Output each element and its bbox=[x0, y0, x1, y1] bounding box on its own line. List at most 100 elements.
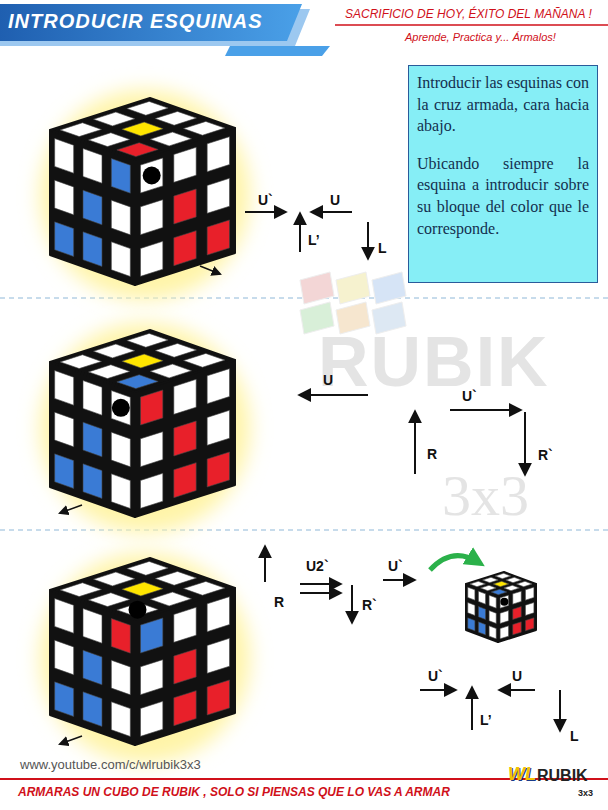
cube-sticker bbox=[525, 587, 533, 600]
cube-sticker bbox=[55, 222, 74, 257]
cube-sticker bbox=[478, 622, 485, 635]
cube-glow bbox=[40, 323, 250, 533]
cube-sticker bbox=[60, 355, 101, 369]
move-arrow bbox=[312, 211, 352, 213]
cube-sticker bbox=[141, 158, 163, 193]
cube-sticker bbox=[83, 422, 102, 457]
move-label: R` bbox=[362, 597, 377, 613]
cube-sticker bbox=[141, 241, 163, 276]
cube-sticker bbox=[83, 232, 102, 267]
move-arrow bbox=[559, 690, 561, 730]
move-arrow bbox=[299, 214, 301, 252]
cube-sticker bbox=[174, 231, 196, 266]
cube-sticker bbox=[184, 121, 225, 135]
cube-sticker bbox=[174, 649, 196, 684]
cube-sticker bbox=[141, 390, 163, 425]
cube-sticker bbox=[483, 577, 499, 582]
cube-sticker bbox=[150, 592, 191, 606]
cube-glow bbox=[40, 90, 250, 300]
corner-marker-dot bbox=[143, 167, 161, 185]
cube-sticker bbox=[174, 691, 196, 726]
move-label: L’ bbox=[308, 232, 320, 248]
cube-sticker bbox=[111, 159, 130, 194]
cube-sticker bbox=[481, 585, 497, 590]
cube-sticker bbox=[470, 581, 486, 586]
cube-sticker bbox=[83, 609, 102, 644]
move-label: L bbox=[570, 728, 579, 744]
move-arrow bbox=[414, 412, 416, 474]
move-label: U bbox=[512, 668, 522, 684]
cube-sticker bbox=[94, 572, 135, 586]
cube-sticker bbox=[122, 354, 163, 368]
rotation-arrow bbox=[200, 266, 220, 274]
move-arrow bbox=[450, 409, 520, 411]
cube-sticker bbox=[207, 178, 229, 213]
cube-sticker bbox=[468, 603, 475, 616]
cube-sticker bbox=[207, 680, 229, 715]
cube-sticker bbox=[489, 626, 496, 639]
cube-sticker bbox=[517, 581, 533, 586]
cube-sticker bbox=[111, 474, 130, 509]
cube-glow bbox=[40, 553, 250, 763]
watermark-sticker bbox=[336, 272, 370, 304]
cube-sticker bbox=[174, 189, 196, 224]
cube-sticker bbox=[55, 180, 74, 215]
cube-sticker bbox=[489, 595, 496, 608]
cube-sticker bbox=[174, 147, 196, 182]
watermark: 3x3 bbox=[442, 462, 529, 529]
motto-text: SACRIFICIO DE HOY, ÉXITO DEL MAÑANA ! bbox=[345, 7, 592, 21]
rotation-arrow bbox=[60, 736, 82, 744]
note-text: Ubicando siempre la esquina a introducir… bbox=[417, 153, 589, 239]
cube-sticker bbox=[207, 410, 229, 445]
cube-sticker bbox=[500, 611, 508, 624]
cube-sticker bbox=[525, 603, 533, 616]
cube-sticker bbox=[55, 139, 74, 174]
cube-sticker bbox=[150, 364, 191, 378]
cube-sticker bbox=[55, 371, 74, 406]
move-label: R` bbox=[538, 447, 553, 463]
cube-sticker bbox=[111, 391, 130, 426]
title-band bbox=[0, 4, 302, 41]
cube-face bbox=[50, 590, 135, 745]
cube-sticker bbox=[207, 597, 229, 632]
cube-sticker bbox=[155, 571, 196, 585]
cube-sticker bbox=[111, 619, 130, 654]
move-arrow bbox=[264, 547, 266, 582]
cube-sticker bbox=[94, 112, 135, 126]
rubik-cube bbox=[50, 558, 235, 745]
note-text: Introducir las esquinas con la cruz arma… bbox=[417, 72, 589, 137]
note-box: Introducir las esquinas con la cruz arma… bbox=[408, 65, 598, 283]
cube-sticker bbox=[111, 200, 130, 235]
cube-sticker bbox=[489, 611, 496, 624]
cube-sticker bbox=[55, 412, 74, 447]
move-label: U` bbox=[258, 192, 273, 208]
cube-sticker bbox=[500, 595, 508, 608]
cube-sticker bbox=[111, 660, 130, 695]
move-label: U` bbox=[428, 668, 443, 684]
move-arrow bbox=[383, 579, 414, 581]
watermark: RUBIK bbox=[318, 322, 550, 402]
cube-sticker bbox=[60, 123, 101, 137]
cube-sticker bbox=[122, 122, 163, 136]
section-separator bbox=[0, 530, 608, 531]
cube-sticker bbox=[155, 343, 196, 357]
cube-sticker bbox=[207, 638, 229, 673]
cube-sticker bbox=[89, 133, 130, 147]
channel-url: www.youtube.com/c/wlrubik3x3 bbox=[20, 757, 201, 772]
cube-sticker bbox=[141, 200, 163, 235]
cube-sticker bbox=[83, 650, 102, 685]
cube-sticker bbox=[60, 583, 101, 597]
cube-sticker bbox=[122, 582, 163, 596]
cube-sticker bbox=[184, 581, 225, 595]
move-arrow bbox=[351, 585, 353, 622]
cube-sticker bbox=[141, 701, 163, 736]
cube-sticker bbox=[141, 618, 163, 653]
corner-marker-dot bbox=[112, 399, 130, 417]
logo-text: 3x3 bbox=[578, 788, 593, 798]
cube-sticker bbox=[89, 365, 130, 379]
move-label: U2` bbox=[306, 558, 329, 574]
cube-sticker bbox=[504, 585, 520, 590]
rubik-cube bbox=[50, 330, 235, 517]
cube-sticker bbox=[127, 333, 168, 347]
move-label: U bbox=[330, 192, 340, 208]
